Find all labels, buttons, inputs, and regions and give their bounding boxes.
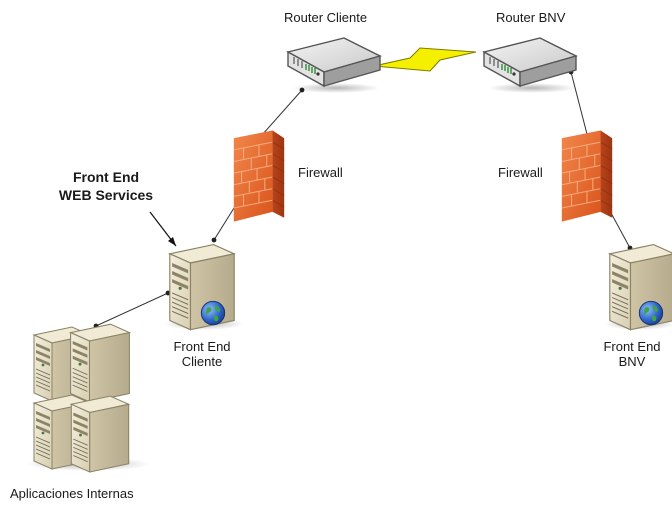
router-bnv-icon xyxy=(483,37,577,94)
front-end-bnv-label-line2: BNV xyxy=(618,354,646,369)
callout-arrowhead xyxy=(168,237,176,246)
front-end-web-services-callout: Front End WEB Services xyxy=(59,168,153,204)
link-router-cliente-firewall xyxy=(261,89,303,136)
lightning-link-icon xyxy=(373,47,477,72)
link-router-bnv-firewall xyxy=(570,71,589,139)
globe-icon xyxy=(200,300,226,326)
router-cliente-icon xyxy=(287,37,381,94)
front-end-cliente-label: Front End Cliente xyxy=(173,339,230,369)
front-end-cliente-label-line2: Cliente xyxy=(181,354,223,369)
server-cluster-right-top xyxy=(70,323,130,403)
globe-icon-bnv xyxy=(638,300,664,326)
callout-line1: Front End xyxy=(72,169,140,185)
router-cliente-label: Router Cliente xyxy=(284,10,368,25)
firewall-cliente-label: Firewall xyxy=(298,165,343,180)
firewall-bnv-label: Firewall xyxy=(498,165,543,180)
router-bnv-label: Router BNV xyxy=(496,10,566,25)
firewall-cliente-icon xyxy=(233,129,285,223)
link-frontend-cliente-apps xyxy=(95,292,169,327)
front-end-bnv-label: Front End BNV xyxy=(603,339,660,369)
firewall-bnv-icon xyxy=(561,129,613,223)
front-end-cliente-label-line1: Front End xyxy=(173,339,231,354)
server-cluster-right-bottom xyxy=(70,395,130,473)
callout-line2: WEB Services xyxy=(58,187,154,203)
front-end-bnv-label-line1: Front End xyxy=(603,339,661,354)
aplicaciones-internas-label: Aplicaciones Internas xyxy=(10,486,134,501)
